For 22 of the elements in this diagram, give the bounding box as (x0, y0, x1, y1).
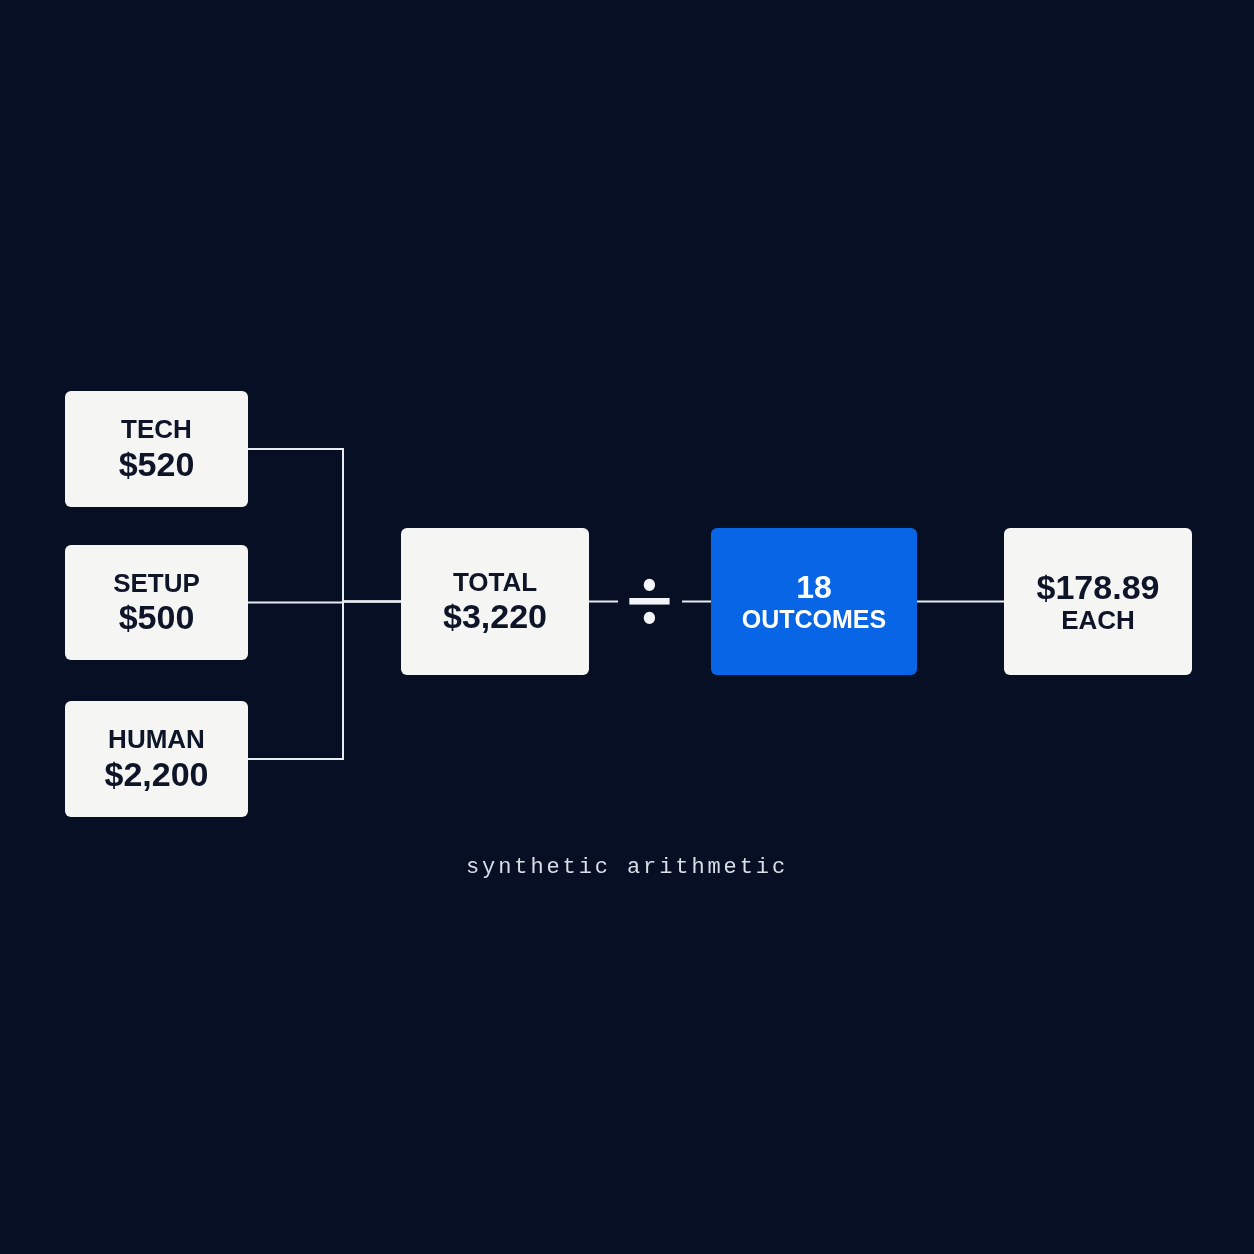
amount: $178.89 (1036, 567, 1160, 606)
division-sign: ÷ (626, 555, 674, 648)
cost-box (65, 701, 248, 817)
connector-line (916, 600, 1005, 603)
divisor-box (711, 528, 917, 675)
amount: $500 (118, 598, 195, 637)
cost-box (65, 391, 248, 507)
category-label: TOTAL (452, 567, 538, 597)
amount: $3,220 (443, 597, 547, 636)
category-label: HUMAN (108, 725, 205, 755)
total-box (401, 528, 589, 675)
caption: synthetic arithmetic (465, 855, 788, 880)
connector-line (247, 600, 402, 760)
cost-box (65, 545, 248, 660)
category-label: EACH (1061, 606, 1135, 636)
category-label: SETUP (113, 568, 200, 598)
amount: $520 (118, 444, 195, 483)
result-box (1004, 528, 1192, 675)
category-label: TECH (121, 415, 192, 445)
amount: $2,200 (104, 754, 209, 793)
unit-label: OUTCOMES (741, 605, 887, 634)
outcome-count: 18 (796, 569, 832, 606)
